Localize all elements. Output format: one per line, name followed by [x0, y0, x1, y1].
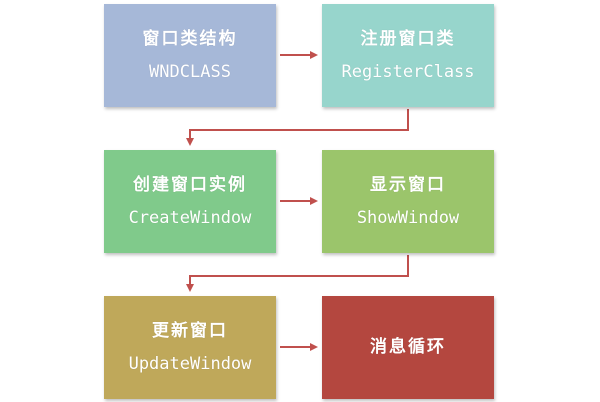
- step-message-loop-label-cn: 消息循环: [370, 337, 446, 358]
- step-wndclass-box: 窗口类结构 WNDCLASS: [104, 4, 276, 107]
- step-registerclass-box: 注册窗口类 RegisterClass: [322, 4, 494, 107]
- step-registerclass-label-en: RegisterClass: [341, 61, 475, 82]
- step-wndclass-label-en: WNDCLASS: [149, 61, 231, 82]
- step-updatewindow-label-cn: 更新窗口: [152, 321, 228, 342]
- step-updatewindow-box: 更新窗口 UpdateWindow: [104, 296, 276, 399]
- arrow-4-to-5: [186, 255, 409, 292]
- step-showwindow-box: 显示窗口 ShowWindow: [322, 150, 494, 253]
- step-createwindow-label-cn: 创建窗口实例: [133, 175, 247, 196]
- step-registerclass-label-cn: 注册窗口类: [360, 29, 456, 50]
- step-updatewindow-label-en: UpdateWindow: [128, 353, 252, 374]
- step-showwindow-label-en: ShowWindow: [356, 207, 460, 228]
- arrow-2-to-3: [186, 109, 409, 146]
- step-createwindow-label-en: CreateWindow: [128, 207, 252, 228]
- step-wndclass-label-cn: 窗口类结构: [142, 29, 238, 50]
- step-message-loop-box: 消息循环: [322, 296, 494, 399]
- step-showwindow-label-cn: 显示窗口: [370, 175, 446, 196]
- step-createwindow-box: 创建窗口实例 CreateWindow: [104, 150, 276, 253]
